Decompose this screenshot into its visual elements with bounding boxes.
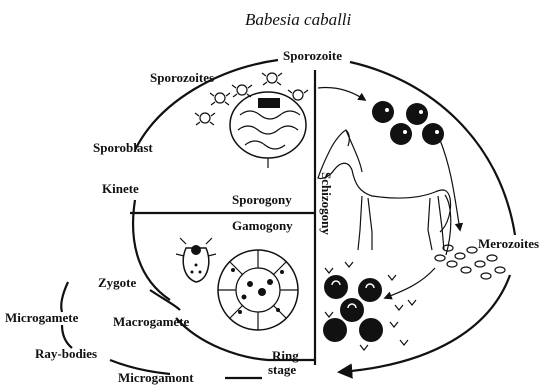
- engorged-tick-illustration: [176, 238, 216, 282]
- label-ring-stage-line1: Ring: [272, 348, 299, 363]
- zygote-link: [150, 290, 180, 310]
- cycle-arc-right: [350, 62, 515, 235]
- label-gamogony: Gamogony: [232, 218, 293, 233]
- label-sporozoite: Sporozoite: [283, 48, 342, 63]
- label-macrogamete: Macrogamete: [113, 314, 190, 329]
- arrow-to-ring-stage: [385, 268, 435, 298]
- label-sporogony: Sporogony: [232, 192, 292, 207]
- label-kinete: Kinete: [102, 181, 139, 196]
- label-zygote: Zygote: [98, 275, 137, 290]
- tick-gut-epithelium: [218, 250, 298, 330]
- cycle-arc-left: [133, 200, 170, 300]
- diagram-title: Babesia caballi: [245, 10, 352, 29]
- label-ring-stage-line2: stage: [268, 362, 296, 377]
- microgamete-arc: [61, 282, 68, 312]
- merozoite-cells-top: [372, 101, 444, 145]
- label-schizogony: Schizogony: [319, 172, 334, 235]
- arrow-to-small-merozoites: [440, 140, 460, 230]
- label-ray-bodies: Ray-bodies: [35, 346, 97, 361]
- tick-salivary-gland: [230, 92, 306, 168]
- label-sporozoites: Sporozoites: [150, 70, 214, 85]
- ring-stage-cells: [323, 275, 383, 342]
- label-microgamont: Microgamont: [118, 370, 194, 385]
- arrow-to-merozoite-group: [318, 88, 365, 101]
- label-merozoites: Merozoites: [478, 236, 539, 251]
- label-sporoblast: Sporoblast: [93, 140, 153, 155]
- horse-host-illustration: [318, 130, 451, 255]
- label-microgamete: Microgamete: [5, 310, 79, 325]
- raybody-arc: [62, 325, 72, 348]
